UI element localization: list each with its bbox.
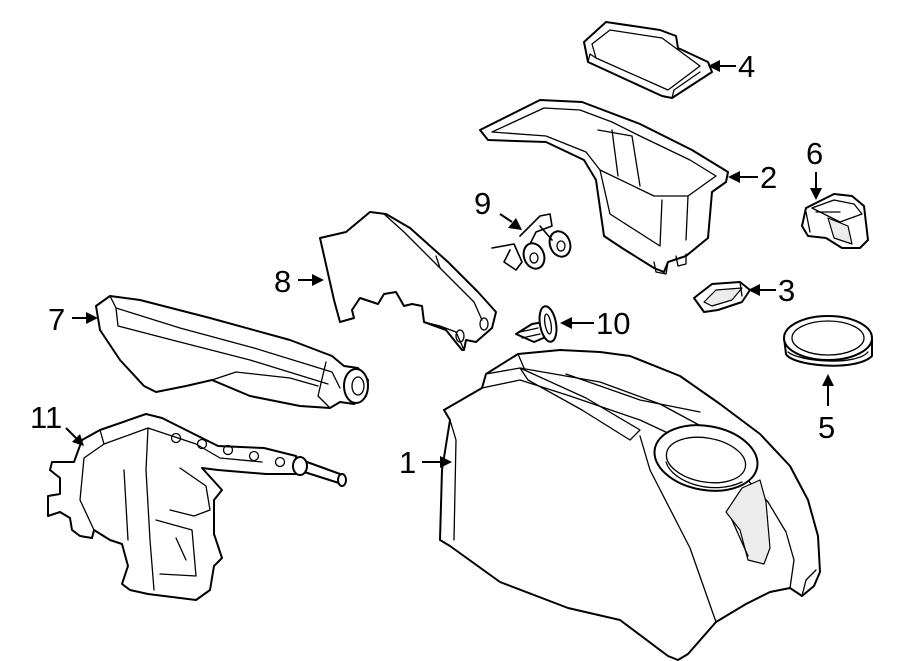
callout-6: 6	[806, 136, 823, 200]
callout-label-10: 10	[596, 306, 630, 341]
callout-4: 4	[708, 49, 755, 84]
callout-11: 11	[30, 400, 84, 446]
callout-label-5: 5	[818, 410, 835, 445]
callout-9: 9	[474, 186, 522, 230]
part-2-upper-bin[interactable]	[479, 99, 729, 275]
callout-2: 2	[728, 160, 777, 195]
part-3-retainer[interactable]	[693, 281, 751, 313]
part-5-cup-ring[interactable]	[783, 315, 873, 367]
callout-label-4: 4	[738, 49, 755, 84]
callout-label-11: 11	[30, 400, 62, 435]
callout-7: 7	[48, 302, 98, 337]
callout-label-6: 6	[806, 136, 823, 171]
callout-5: 5	[818, 374, 835, 445]
callout-3: 3	[748, 273, 795, 308]
part-1-console-body[interactable]	[439, 349, 821, 661]
callout-label-9: 9	[474, 186, 491, 221]
callout-1: 1	[399, 445, 452, 480]
part-8-bracket[interactable]	[319, 211, 497, 351]
callout-8: 8	[274, 264, 324, 299]
part-9-spring[interactable]	[491, 213, 574, 272]
callout-label-3: 3	[778, 273, 795, 308]
callout-10: 10	[560, 306, 630, 341]
part-10-push-pin[interactable]	[515, 305, 559, 343]
part-11-mounting-base[interactable]	[47, 413, 347, 601]
callout-label-2: 2	[760, 160, 777, 195]
callout-label-7: 7	[48, 302, 65, 337]
part-6-clip[interactable]	[801, 193, 869, 249]
callout-label-1: 1	[399, 445, 416, 480]
callout-label-8: 8	[274, 264, 291, 299]
part-4-lid[interactable]	[583, 21, 713, 99]
part-7-armrest[interactable]	[95, 295, 369, 409]
